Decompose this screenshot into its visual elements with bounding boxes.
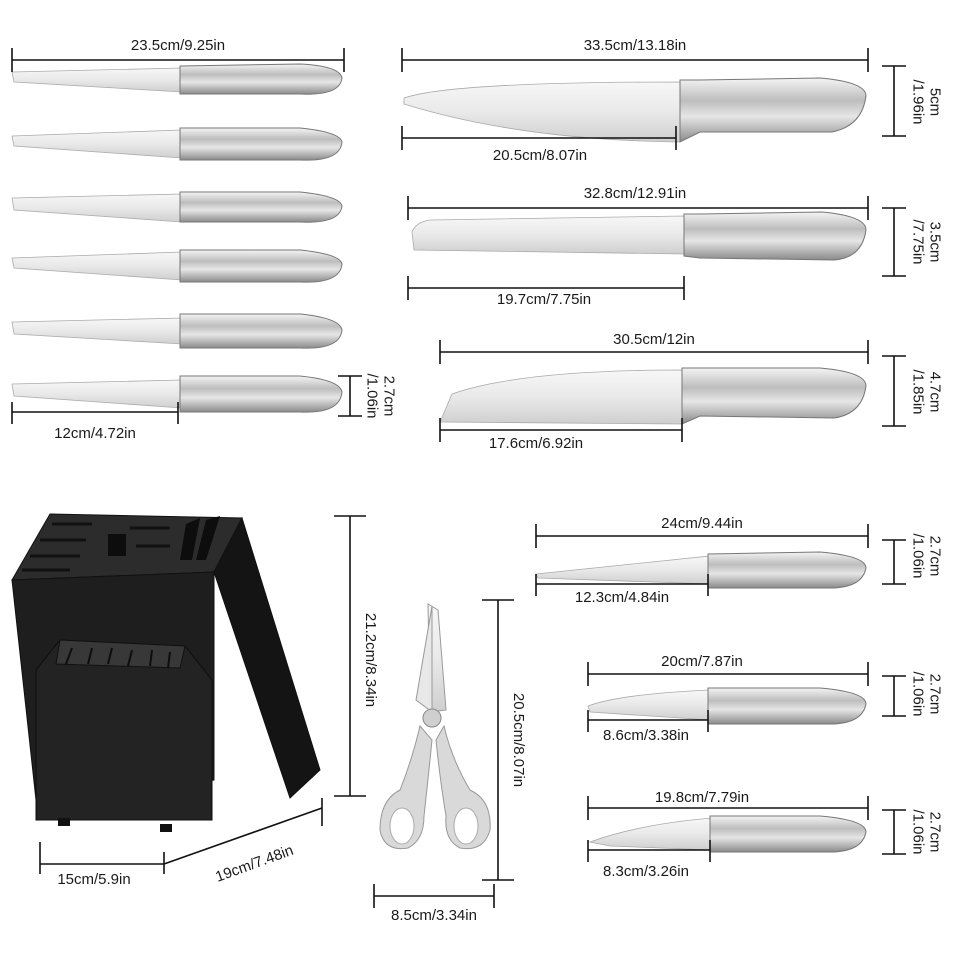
bread-knife: 32.8cm/12.91in 19.7cm/7.75in 3.5cm/7.75i…: [407, 185, 944, 308]
block-height-label: 21.2cm/8.34in: [362, 613, 379, 707]
steak-knife-width-label: 2.7cm/1.06in: [364, 373, 398, 418]
block-length-line: [163, 807, 323, 865]
steak-knife-blade-label: 12cm/4.72in: [54, 425, 136, 442]
steak-knife: [11, 313, 343, 349]
peeling-knife-width-label: 2.7cm/1.06in: [910, 809, 944, 854]
paring-knife: 20cm/7.87in 8.6cm/3.38in 2.7cm/1.06in: [587, 653, 944, 744]
chef-knife-width-label: 5cm/1.96in: [910, 79, 944, 124]
steak-knife-length-label: 23.5cm/9.25in: [131, 37, 225, 54]
kitchen-shears: 20.5cm/8.07in 8.5cm/3.34in: [373, 599, 527, 924]
steak-knife: [11, 63, 343, 95]
santoku-knife: 30.5cm/12in 17.6cm/6.92in 4.7cm/1.85in: [439, 331, 944, 452]
bread-knife-width-label: 3.5cm/7.75in: [910, 219, 944, 264]
steak-knife-set: 23.5cm/9.25in 12cm/4.72in 2.7cm/1.06in: [11, 37, 398, 442]
paring-knife-length-label: 20cm/7.87in: [661, 653, 743, 670]
utility-knife: 24cm/9.44in 12.3cm/4.84in 2.7cm/1.06in: [535, 515, 944, 606]
paring-knife-blade-label: 8.6cm/3.38in: [603, 727, 689, 744]
santoku-knife-width-label: 4.7cm/1.85in: [910, 369, 944, 414]
peeling-knife-blade-label: 8.3cm/3.26in: [603, 863, 689, 880]
peeling-knife: 19.8cm/7.79in 8.3cm/3.26in 2.7cm/1.06in: [587, 789, 944, 880]
peeling-knife-length-label: 19.8cm/7.79in: [655, 789, 749, 806]
knife-block: 21.2cm/8.34in 15cm/5.9in 19cm/7.48in: [11, 513, 379, 888]
bread-knife-blade-label: 19.7cm/7.75in: [497, 291, 591, 308]
utility-knife-length-label: 24cm/9.44in: [661, 515, 743, 532]
paring-knife-width-label: 2.7cm/1.06in: [910, 671, 944, 716]
santoku-knife-length-label: 30.5cm/12in: [613, 331, 695, 348]
steak-knife: [11, 127, 343, 161]
utility-knife-width-label: 2.7cm/1.06in: [910, 533, 944, 578]
steak-knife: [11, 249, 343, 283]
bread-knife-length-label: 32.8cm/12.91in: [584, 185, 687, 202]
steak-knife: [11, 375, 343, 413]
chef-knife-length-label: 33.5cm/13.18in: [584, 37, 687, 54]
shears-length-label: 20.5cm/8.07in: [510, 693, 527, 787]
steak-knife: [11, 191, 343, 223]
shears-width-label: 8.5cm/3.34in: [391, 907, 477, 924]
block-depth-label: 15cm/5.9in: [57, 871, 130, 888]
chef-knife-blade-label: 20.5cm/8.07in: [493, 147, 587, 164]
chef-knife: 33.5cm/13.18in 20.5cm/8.07in 5cm/1.96in: [401, 37, 944, 164]
utility-knife-blade-label: 12.3cm/4.84in: [575, 589, 669, 606]
block-length-label: 19cm/7.48in: [213, 842, 296, 886]
santoku-knife-blade-label: 17.6cm/6.92in: [489, 435, 583, 452]
